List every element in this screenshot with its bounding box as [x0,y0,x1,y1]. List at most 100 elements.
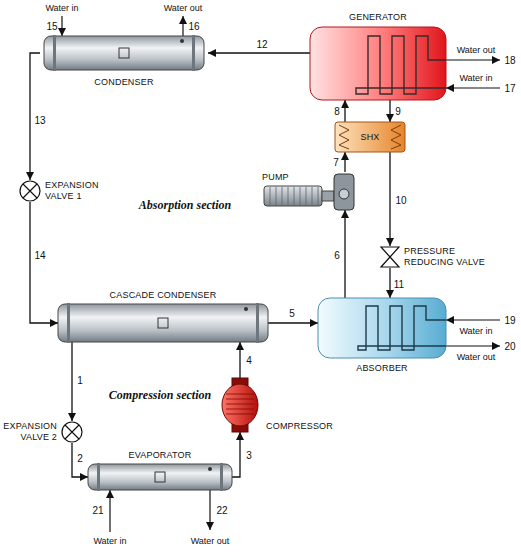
stream-number: 11 [393,279,405,290]
section-label: Absorption section [139,198,231,212]
water-label: Water out [191,536,230,547]
stream-number: 13 [33,115,46,126]
water-label: Water in [459,73,492,84]
drawing-part [318,187,319,205]
generator-symbol [310,12,446,100]
flow-line [30,202,58,323]
drawing-part [226,404,254,405]
drawing-part [294,187,295,205]
drawing-part [226,414,254,415]
node-label: PRESSURE REDUCING VALVE [404,246,496,268]
drawing-part [312,187,313,205]
water-label: Water out [457,352,496,363]
stream-number: 16 [188,21,199,32]
node-label: ABSORBER [356,363,408,374]
stream-number: 20 [504,341,515,352]
drawing-part [58,304,268,342]
water-line [446,59,500,60]
drawing-part [155,472,165,482]
node-label: COMPRESSOR [266,421,333,432]
node-label: EXPANSION VALVE 1 [45,180,105,202]
drawing-part [44,36,204,70]
drawing-part [339,189,349,199]
stream-number: 22 [216,505,227,516]
drawing-part [318,298,446,358]
drawing-part [276,187,277,205]
water-label: Water in [45,3,78,14]
drawing-part [335,122,405,152]
drawing-part [226,409,254,410]
solution-heat-exchanger: SHX [335,122,405,152]
node-label: EVAPORATOR [128,450,191,461]
drawing-part [334,174,354,210]
drawing-part [310,27,446,100]
drawing-part [65,425,79,439]
stream-number: 18 [504,55,515,66]
stream-number: 2 [76,453,84,464]
flow-line [344,210,345,298]
drawing-part [23,184,37,198]
compressor: COMPRESSOR [218,378,338,432]
drawing-part [119,48,129,58]
drawing-part [264,186,322,206]
drawing-part [270,187,271,205]
flow-line [232,432,240,477]
stream-number: 1 [76,375,84,386]
drawing-part [256,303,259,343]
water-label: Water in [93,536,126,547]
expansion-valve: EXPANSION VALVE 2 [0,421,83,443]
flow-line [389,100,390,122]
water-line [182,16,183,36]
pump: PUMP [262,172,354,210]
drawing-part [356,36,446,94]
drawing-part [282,187,283,205]
drawing-part [306,187,307,205]
water-line [109,490,110,532]
flow-line [239,342,240,378]
node-label: EXPANSION VALVE 2 [0,421,57,443]
water-line [62,16,500,532]
expansion-valve: EXPANSION VALVE 1 [19,180,109,202]
drawing-part [322,191,334,201]
drawing-part [220,463,223,491]
absorber-symbol [318,298,446,374]
node-label: CASCADE CONDENSER [110,290,217,301]
drawing-part [300,187,301,205]
node-label: GENERATOR [349,12,407,23]
drawing-part [339,125,349,149]
stream-number: 12 [255,39,268,50]
flow-line [344,100,345,122]
drawing-part [226,394,254,395]
drawing-part [381,247,399,267]
flow-line [389,152,390,246]
flow-line [208,52,310,53]
water-label: Water out [457,45,496,56]
water-label: Water out [164,3,203,14]
water-line [446,87,500,88]
drawing-part [192,35,195,71]
stream-number: 21 [92,505,103,516]
drawing-part [358,306,446,350]
drawing-part [53,35,56,71]
node-label: PUMP [262,172,289,183]
water-line [446,345,500,346]
stream-number: 10 [394,195,407,206]
evaporator: EVAPORATOR [88,450,232,490]
drawing-part [88,464,232,490]
section-label: Compression section [109,388,211,402]
pressure-reducing-valve: PRESSURE REDUCING VALVE [380,246,500,268]
stream-number: 7 [332,157,340,168]
generator: GENERATOR [310,12,446,100]
drawing-part [208,467,212,471]
drawing-part [391,125,401,149]
stream-number: 8 [333,106,341,117]
drawing-part [222,384,258,426]
node-label: SHX [360,132,379,143]
flow-line [344,152,345,172]
drawing-part [244,307,248,311]
stream-number: 3 [245,450,253,461]
drawing-part [20,181,40,201]
flow-line [268,322,318,323]
stream-number: 19 [504,315,515,326]
drawing-part [62,422,82,442]
